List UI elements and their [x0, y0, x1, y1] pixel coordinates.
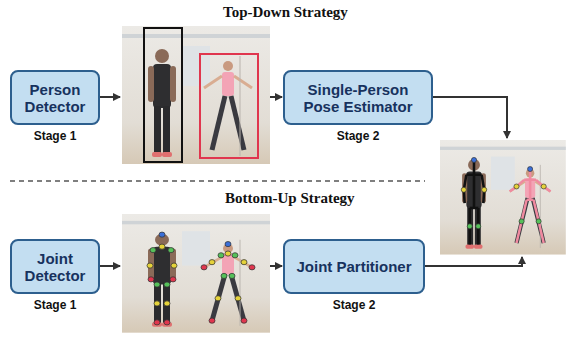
stage-label: Stage 1 [12, 298, 98, 312]
photo-skeletons [440, 140, 566, 255]
separator-line [10, 180, 425, 182]
box-label: Joint Partitioner [292, 258, 415, 275]
box-label: Joint Detector [12, 250, 98, 284]
box-label: Single-Person Pose Estimator [285, 81, 431, 115]
photo-detections [122, 26, 270, 164]
stage-label: Stage 2 [285, 129, 431, 143]
stage-label: Stage 1 [12, 129, 98, 143]
process-box: Person DetectorStage 1 [10, 70, 100, 125]
process-box: Joint DetectorStage 1 [10, 239, 100, 294]
photo-joints [122, 214, 270, 333]
process-box: Joint PartitionerStage 2 [283, 239, 425, 294]
section-title: Top-Down Strategy [220, 4, 351, 21]
process-box: Single-Person Pose EstimatorStage 2 [283, 70, 433, 125]
section-title: Bottom-Up Strategy [222, 190, 358, 207]
stage-label: Stage 2 [285, 298, 423, 312]
box-label: Person Detector [12, 81, 98, 115]
